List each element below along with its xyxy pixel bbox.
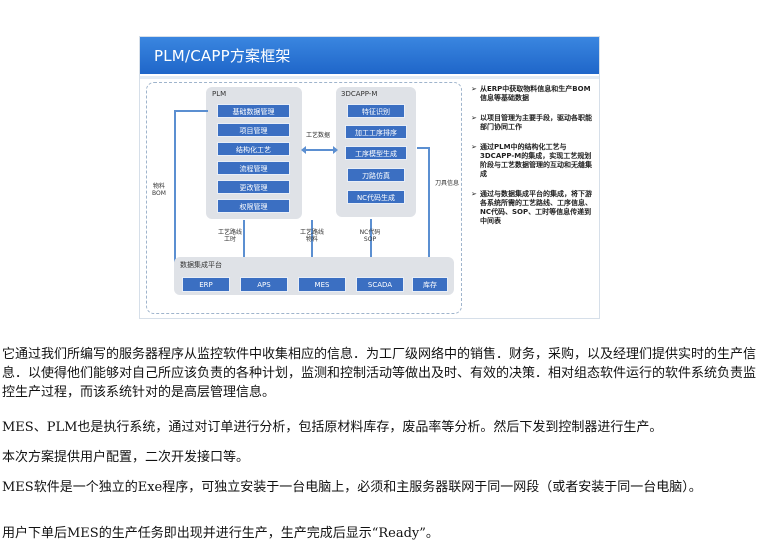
integration-panel-title: 数据集成平台 [180, 261, 222, 269]
capp-panel-title: 3DCAPP-M [341, 90, 378, 98]
plm-module: 流程管理 [217, 161, 290, 175]
figure-header: PLM/CAPP方案框架 [140, 37, 599, 74]
flow-label: 工艺路线 工时 [217, 229, 242, 243]
system-box-aps: APS [240, 277, 288, 292]
bullet-item: ➢ 以项目管理为主要手段，驱动各职能部门协同工作 [471, 114, 595, 132]
process-data-label: 工艺数据 [305, 132, 330, 139]
tool-connector [417, 147, 429, 149]
plm-module: 权限管理 [217, 199, 290, 213]
bullet-arrow-icon: ➢ [471, 190, 477, 198]
bullet-text: 通过与数据集成平台的集成，将下游各系统所需的工艺路线、工序信息、NC代码、SOP… [480, 190, 592, 225]
bullet-arrow-icon: ➢ [471, 114, 477, 122]
capp-module: 特征识别 [347, 104, 405, 118]
plm-panel-title: PLM [212, 90, 227, 98]
bullet-item: ➢ 通过PLM中的结构化工艺与3DCAPP-M的集成，实现工艺规划阶段与工艺数据… [471, 143, 595, 179]
paragraph: 它通过我们所编写的服务器程序从监控软件中收集相应的信息．为工厂级网络中的销售．财… [2, 347, 757, 400]
tool-connector [428, 147, 430, 271]
plm-module: 更改管理 [217, 180, 290, 194]
capp-module: 加工工序排序 [345, 125, 407, 139]
paragraph: 用户下单后MES的生产任务即出现并进行生产，生产完成后显示“Ready”。 [2, 526, 439, 541]
paragraph: MES、PLM也是执行系统，通过对订单进行分析，包括原材料库存，废品率等分析。然… [2, 420, 663, 435]
plm-module: 基础数据管理 [217, 104, 290, 118]
bom-connector [174, 110, 176, 280]
paragraph: 本次方案提供用户配置，二次开发接口等。 [2, 450, 250, 465]
system-box-inventory: 库存 [412, 277, 448, 292]
bullet-item: ➢ 通过与数据集成平台的集成，将下游各系统所需的工艺路线、工序信息、NC代码、S… [471, 190, 595, 226]
bullet-text: 从ERP中获取物料信息和生产BOM信息等基础数据 [480, 85, 591, 102]
system-box-scada: SCADA [356, 277, 404, 292]
plm-panel: PLM 基础数据管理 项目管理 结构化工艺 流程管理 更改管理 权限管理 [206, 87, 302, 219]
bom-label: 物料 BOM [152, 183, 166, 197]
figure-header-divider [140, 76, 599, 79]
system-box-mes: MES [298, 277, 346, 292]
bom-connector [174, 110, 208, 112]
link-arrow-right-icon [333, 146, 338, 154]
integration-panel: 数据集成平台 ERP APS MES SCADA 库存 [174, 257, 454, 295]
diagram-frame [146, 82, 462, 314]
capp-module: NC代码生成 [347, 190, 405, 204]
architecture-figure: PLM/CAPP方案框架 PLM 基础数据管理 项目管理 结构化工艺 流程管理 … [139, 36, 600, 319]
flow-connector [370, 219, 372, 278]
paragraph: MES软件是一个独立的Exe程序，可独立安装于一台电脑上，必须和主服务器联网于同… [2, 480, 702, 495]
bullet-arrow-icon: ➢ [471, 143, 477, 151]
link-line [304, 149, 334, 151]
bullet-arrow-icon: ➢ [471, 85, 477, 93]
plm-module: 结构化工艺 [217, 142, 290, 156]
bullet-text: 通过PLM中的结构化工艺与3DCAPP-M的集成，实现工艺规划阶段与工艺数据管理… [480, 143, 592, 178]
flow-label: 工艺路线 物料 [299, 229, 324, 243]
capp-module: 工序模型生成 [345, 146, 407, 160]
bullet-text: 以项目管理为主要手段，驱动各职能部门协同工作 [480, 114, 592, 131]
link-arrow-left-icon [301, 146, 306, 154]
bullet-item: ➢ 从ERP中获取物料信息和生产BOM信息等基础数据 [471, 85, 595, 103]
tool-info-label: 刀具信息 [434, 180, 459, 187]
bullet-list: ➢ 从ERP中获取物料信息和生产BOM信息等基础数据 ➢ 以项目管理为主要手段，… [471, 85, 595, 237]
flow-connector [311, 220, 313, 278]
capp-module: 刀路仿真 [347, 168, 405, 182]
flow-connector [243, 220, 245, 278]
flow-label: NC代码 SOP [359, 229, 381, 243]
capp-panel: 3DCAPP-M 特征识别 加工工序排序 工序模型生成 刀路仿真 NC代码生成 [336, 87, 416, 217]
system-box-erp: ERP [182, 277, 230, 292]
figure-title: PLM/CAPP方案框架 [154, 47, 291, 65]
plm-module: 项目管理 [217, 123, 290, 137]
